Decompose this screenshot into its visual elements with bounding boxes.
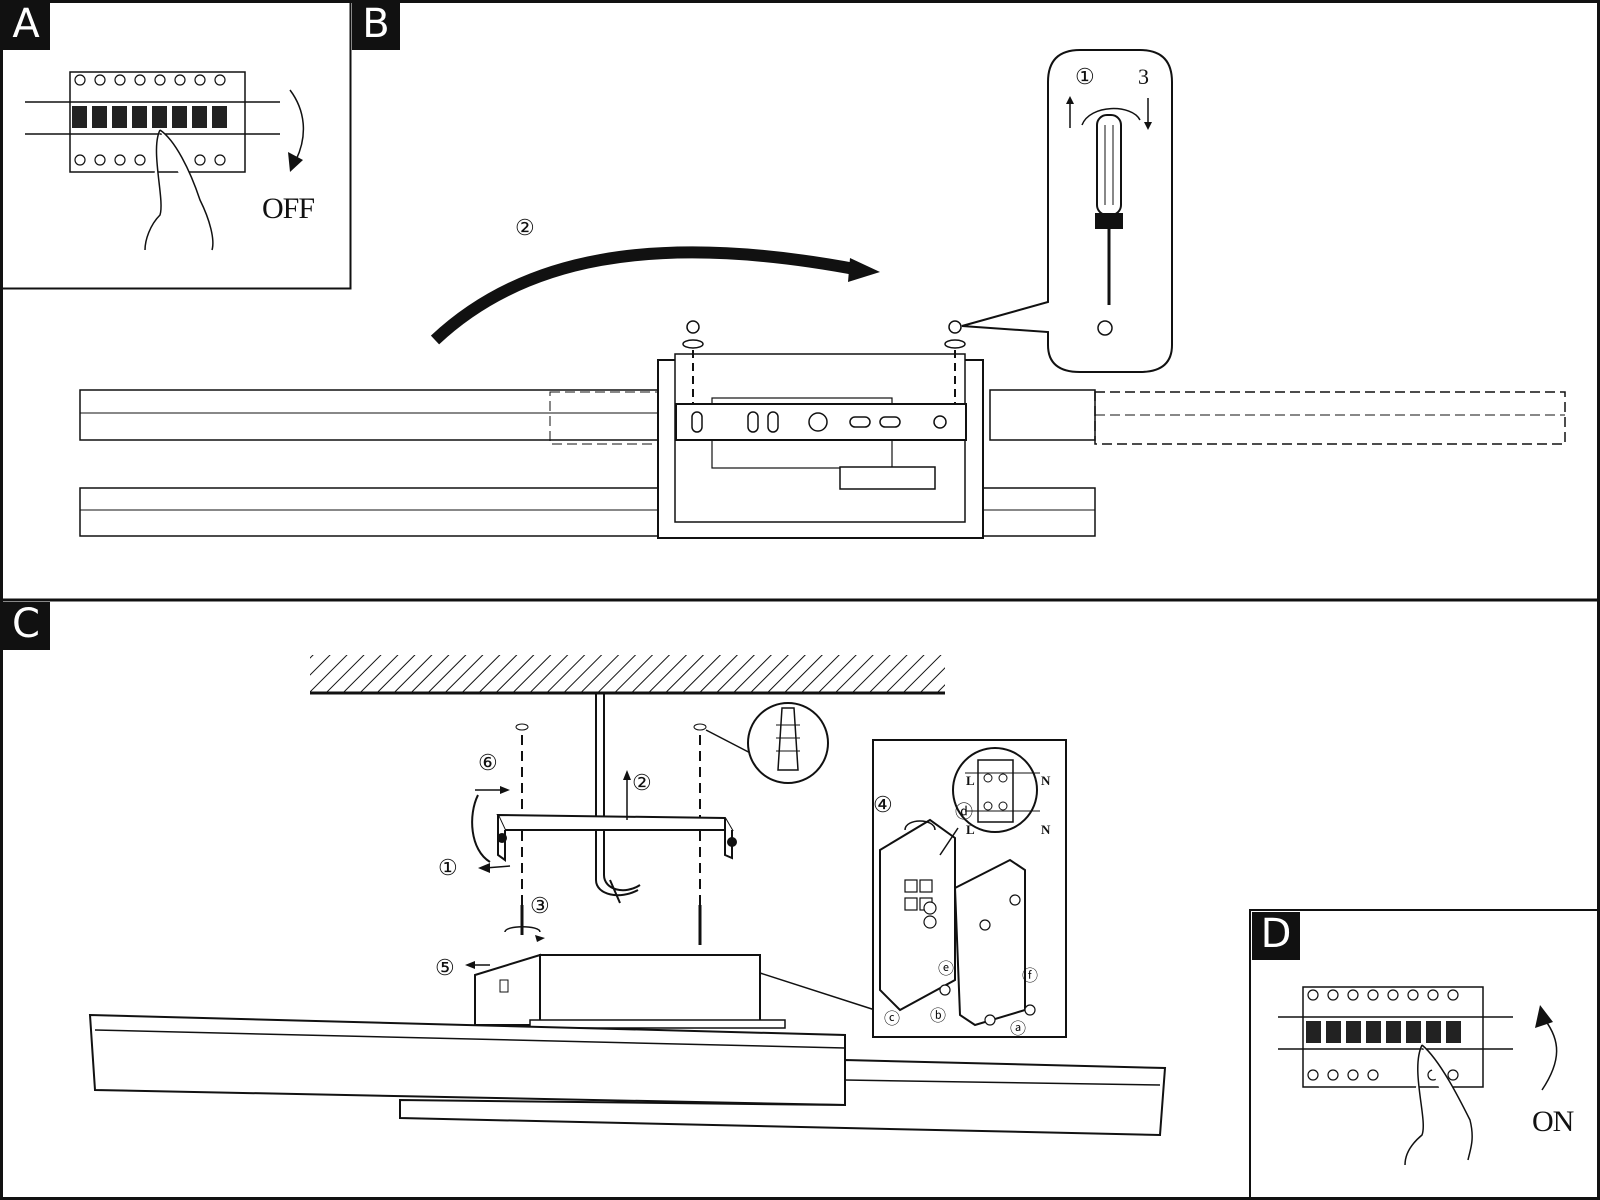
wiring-step-b: ⓑ [930,1008,947,1025]
terminal-n-top: N [1041,773,1051,788]
on-label: ON [1532,1105,1574,1138]
housing-c [539,954,761,1026]
terminal-block [977,759,1014,823]
wiring-step-c: ⓒ [884,1011,901,1028]
bracket-screws [682,320,966,349]
junction-lid [953,858,1026,1027]
rotate-arrow-head [848,258,880,282]
arrow-off-head [288,152,303,172]
wall-plug-icon [777,707,799,771]
terminal-l-top: L [966,773,975,788]
ceiling-hatch [310,655,945,693]
step-4-label: ④ [873,792,893,817]
driver-box [839,466,936,490]
lamp-bar-upper [79,389,681,441]
terminal-l-bottom: L [966,822,975,837]
panel-tag-a: A [2,2,50,50]
step-2-label: ② [632,770,652,795]
off-label: OFF [262,192,315,225]
lamp-bar-c-back [399,1058,1167,1137]
wiring-step-a: ⓐ [1010,1021,1027,1038]
breaker-panel-d [1278,986,1513,1088]
wiring-step-d: ⓓ [955,802,973,822]
wiring-step-f: ⓕ [1022,968,1039,985]
panel-tag-c: C [2,602,50,650]
step-3-label: ③ [530,893,550,918]
panel-d-frame [1249,909,1600,1200]
ceiling-bracket [496,813,734,831]
panel-tag-d: D [1252,912,1300,960]
hand-d [1404,1044,1473,1166]
step-6-label: ⑥ [478,750,498,775]
panel-tag-b: B [352,2,400,50]
step-loosen-label: ① [1075,64,1095,89]
breaker-panel-a [25,71,280,173]
screwdriver-callout [961,49,1173,373]
supply-cable [595,693,639,897]
terminal-n-bottom: N [1041,822,1051,837]
step-5-label: ⑤ [435,955,455,980]
lamp-bar-ghost [1094,391,1566,445]
junction-box [879,818,956,1012]
step-tighten-label: 3 [1138,64,1149,89]
arrow-off [289,89,305,161]
step-1-label: ① [438,855,458,880]
step-rotate-label: ② [515,215,535,240]
wiring-step-e: ⓔ [938,961,955,978]
screwdriver-icon [1095,114,1123,336]
hand-a [144,129,214,251]
arrow-on-head [1535,1005,1553,1028]
arrow-on [1541,1019,1558,1091]
rotate-arrow [430,246,862,345]
panel-a-frame [0,0,352,290]
